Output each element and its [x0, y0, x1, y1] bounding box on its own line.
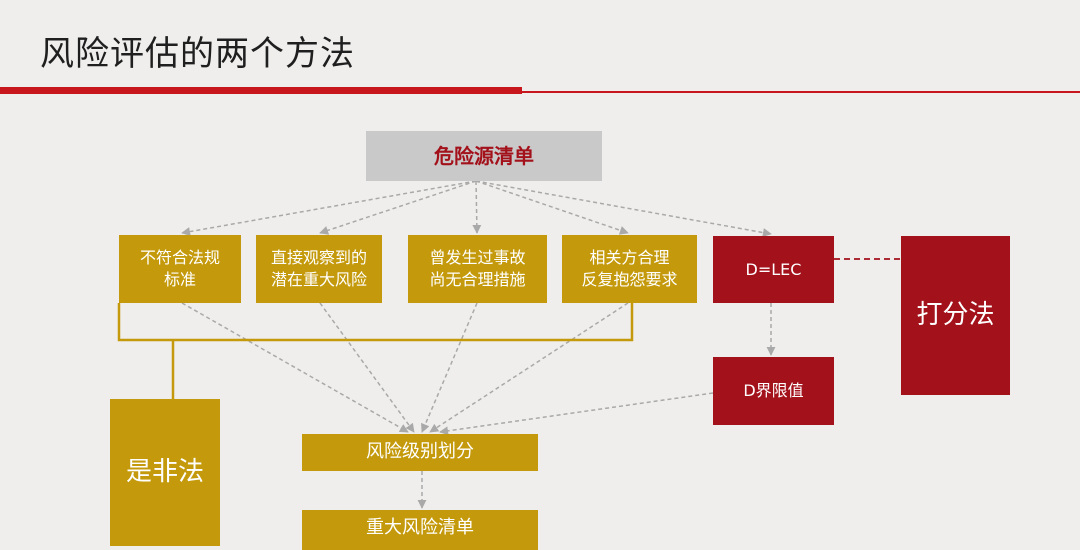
risk-level-box: 风险级别划分 — [302, 434, 538, 471]
criterion-line: 不符合法规 — [139, 248, 220, 268]
arrow-c1-to-level — [181, 302, 409, 433]
criterion-line: 标准 — [163, 270, 196, 289]
criterion-line: 曾发生过事故 — [429, 248, 526, 268]
is-illegal-box: 是非法 — [110, 399, 220, 546]
criterion-line: 直接观察到的 — [270, 248, 367, 268]
criterion-box-observed: 直接观察到的 潜在重大风险 — [256, 235, 382, 303]
arrow-c4-to-level — [429, 302, 629, 433]
hazard-list-box: 危险源清单 — [366, 131, 602, 181]
title-underline-thin — [522, 91, 1080, 93]
arrow-c2-to-level — [319, 302, 415, 433]
bracket-criteria — [117, 303, 634, 342]
criterion-line: 尚无合理措施 — [429, 270, 526, 289]
arrow-c3-to-level — [421, 302, 478, 433]
arrow-src-to-c4 — [475, 180, 629, 235]
criterion-line: 相关方合理 — [589, 248, 670, 268]
arrow-src-to-lec — [475, 180, 772, 237]
d-limit-box: D界限值 — [713, 357, 834, 425]
title-underline-thick — [0, 87, 522, 94]
scoring-method-box: 打分法 — [901, 236, 1010, 395]
criterion-box-regulation: 不符合法规 标准 — [119, 235, 241, 303]
page-title: 风险评估的两个方法 — [40, 34, 355, 74]
arrow-src-to-c3 — [472, 180, 482, 234]
arrow-src-to-c2 — [319, 180, 477, 235]
criterion-box-accident: 曾发生过事故 尚无合理措施 — [408, 235, 547, 303]
criterion-box-complaints: 相关方合理 反复抱怨要求 — [562, 235, 697, 303]
major-risk-list-box: 重大风险清单 — [302, 510, 538, 550]
arrow-src-to-c1 — [181, 180, 477, 237]
criterion-line: 反复抱怨要求 — [581, 270, 678, 289]
criterion-line: 潜在重大风险 — [270, 270, 367, 289]
arrow-dlimit-to-level — [439, 392, 714, 436]
dlec-box: D=LEC — [713, 236, 834, 303]
